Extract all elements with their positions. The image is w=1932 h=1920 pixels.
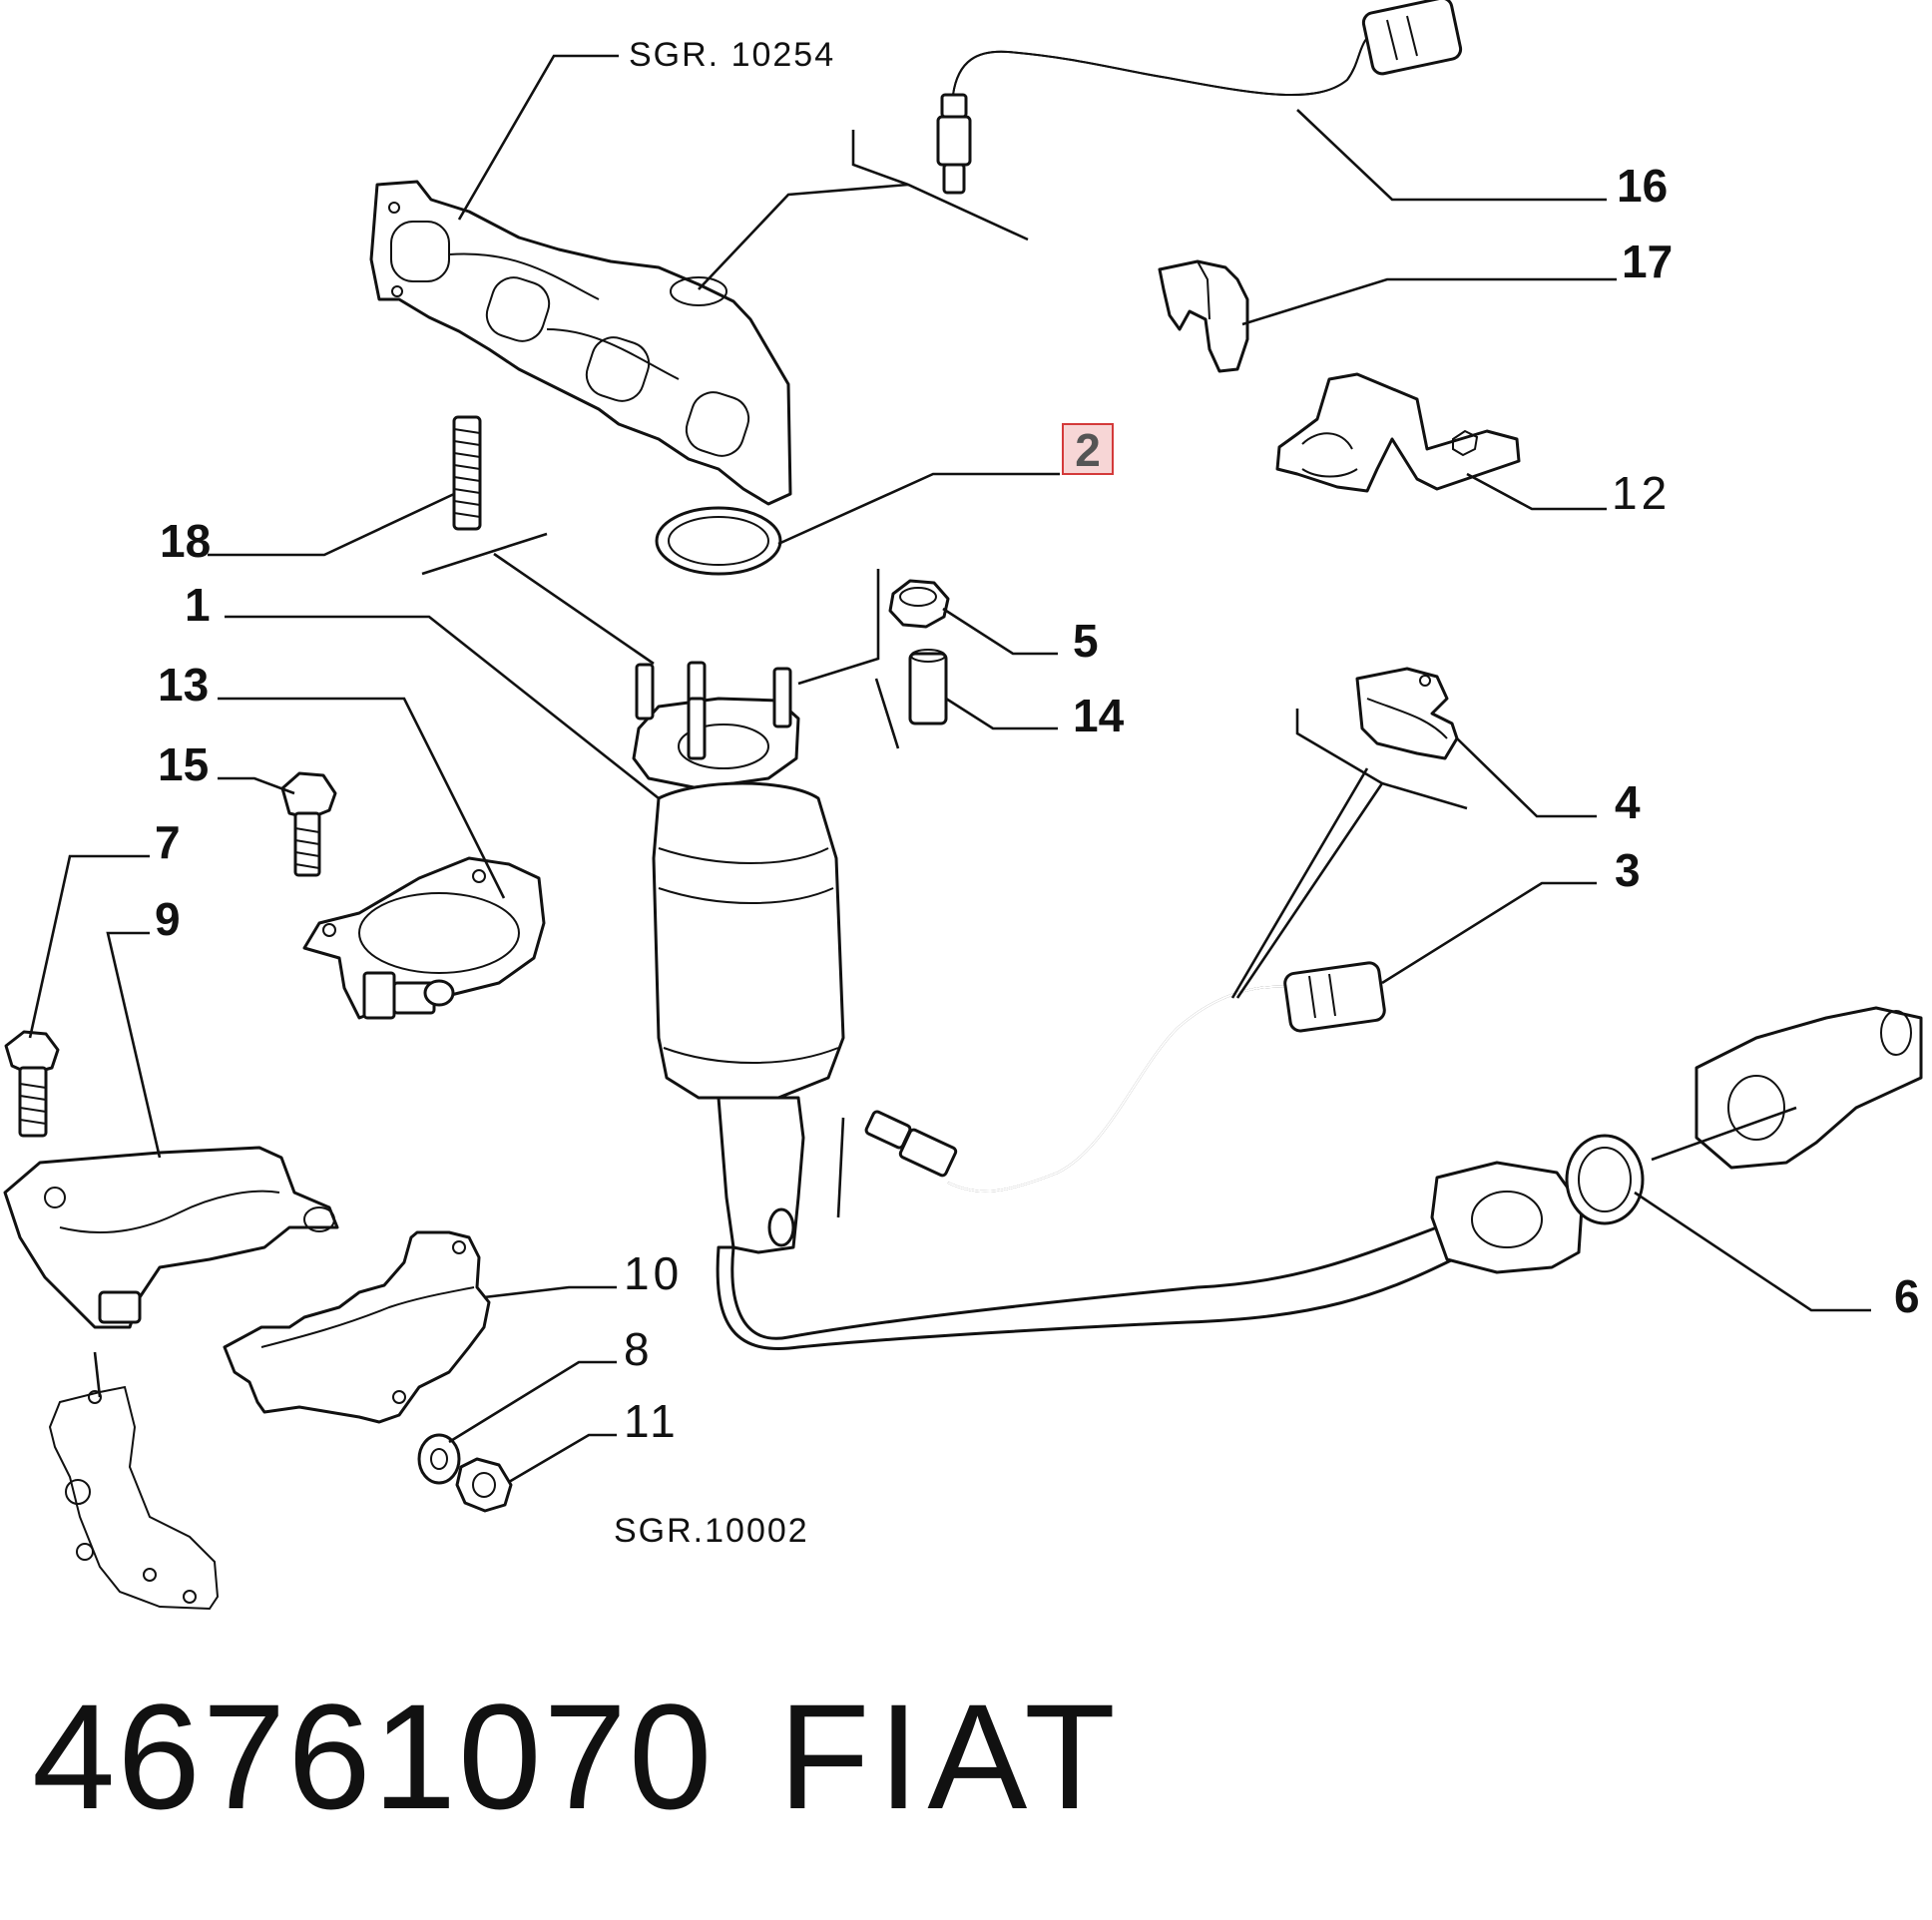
down-pipe <box>716 1161 1584 1350</box>
ref-sgr-10002: SGR.10002 <box>614 1512 809 1550</box>
callout-16: 16 <box>1617 160 1668 212</box>
callout-13: 13 <box>158 659 209 711</box>
nut-11 <box>455 1457 513 1513</box>
callout-14: 14 <box>1073 690 1125 741</box>
gasket-ring <box>655 506 782 576</box>
bracket-10 <box>223 1230 491 1424</box>
callout-3: 3 <box>1615 844 1641 896</box>
bolt-7 <box>4 1030 60 1138</box>
bracket-12 <box>1275 372 1521 493</box>
brand-name: FIAT <box>778 1673 1124 1840</box>
callout-7: 7 <box>155 816 181 868</box>
leader-lines <box>28 54 1871 1484</box>
clamp-4 <box>1355 667 1459 760</box>
gasket-6 <box>1565 1134 1645 1225</box>
lower-bracket-ghost <box>48 1385 220 1611</box>
rear-pipe <box>1694 1006 1923 1170</box>
part-number: 46761070 <box>32 1673 714 1840</box>
callout-1: 1 <box>185 579 211 631</box>
callout-2[interactable]: 2 <box>1075 424 1101 476</box>
callout-9: 9 <box>155 893 181 945</box>
clamp-13 <box>302 856 546 1020</box>
callout-15: 15 <box>158 738 209 790</box>
callout-18: 18 <box>160 515 211 567</box>
spacer-14 <box>908 649 948 725</box>
clip-17 <box>1158 259 1249 373</box>
callout-12: 12 <box>1612 467 1671 519</box>
callout-2-highlight[interactable]: 2 <box>1062 423 1114 476</box>
nut-5 <box>888 579 950 629</box>
callout-10: 10 <box>624 1247 683 1299</box>
catalytic-converter <box>632 661 845 1254</box>
callout-17: 17 <box>1622 236 1673 287</box>
bracket-9 <box>3 1146 339 1329</box>
callout-5: 5 <box>1073 615 1099 667</box>
washer-8 <box>417 1433 461 1485</box>
lambda-sensor-upper <box>936 0 1463 195</box>
callout-11: 11 <box>624 1395 680 1447</box>
callout-4: 4 <box>1615 776 1641 828</box>
stud-18 <box>452 415 482 531</box>
bolt-15 <box>280 771 337 877</box>
ref-sgr-10254: SGR. 10254 <box>629 36 835 74</box>
callout-6: 6 <box>1894 1270 1920 1322</box>
exhaust-manifold <box>369 180 792 506</box>
callout-8: 8 <box>624 1323 654 1375</box>
lambda-sensor-lower <box>864 961 1386 1193</box>
